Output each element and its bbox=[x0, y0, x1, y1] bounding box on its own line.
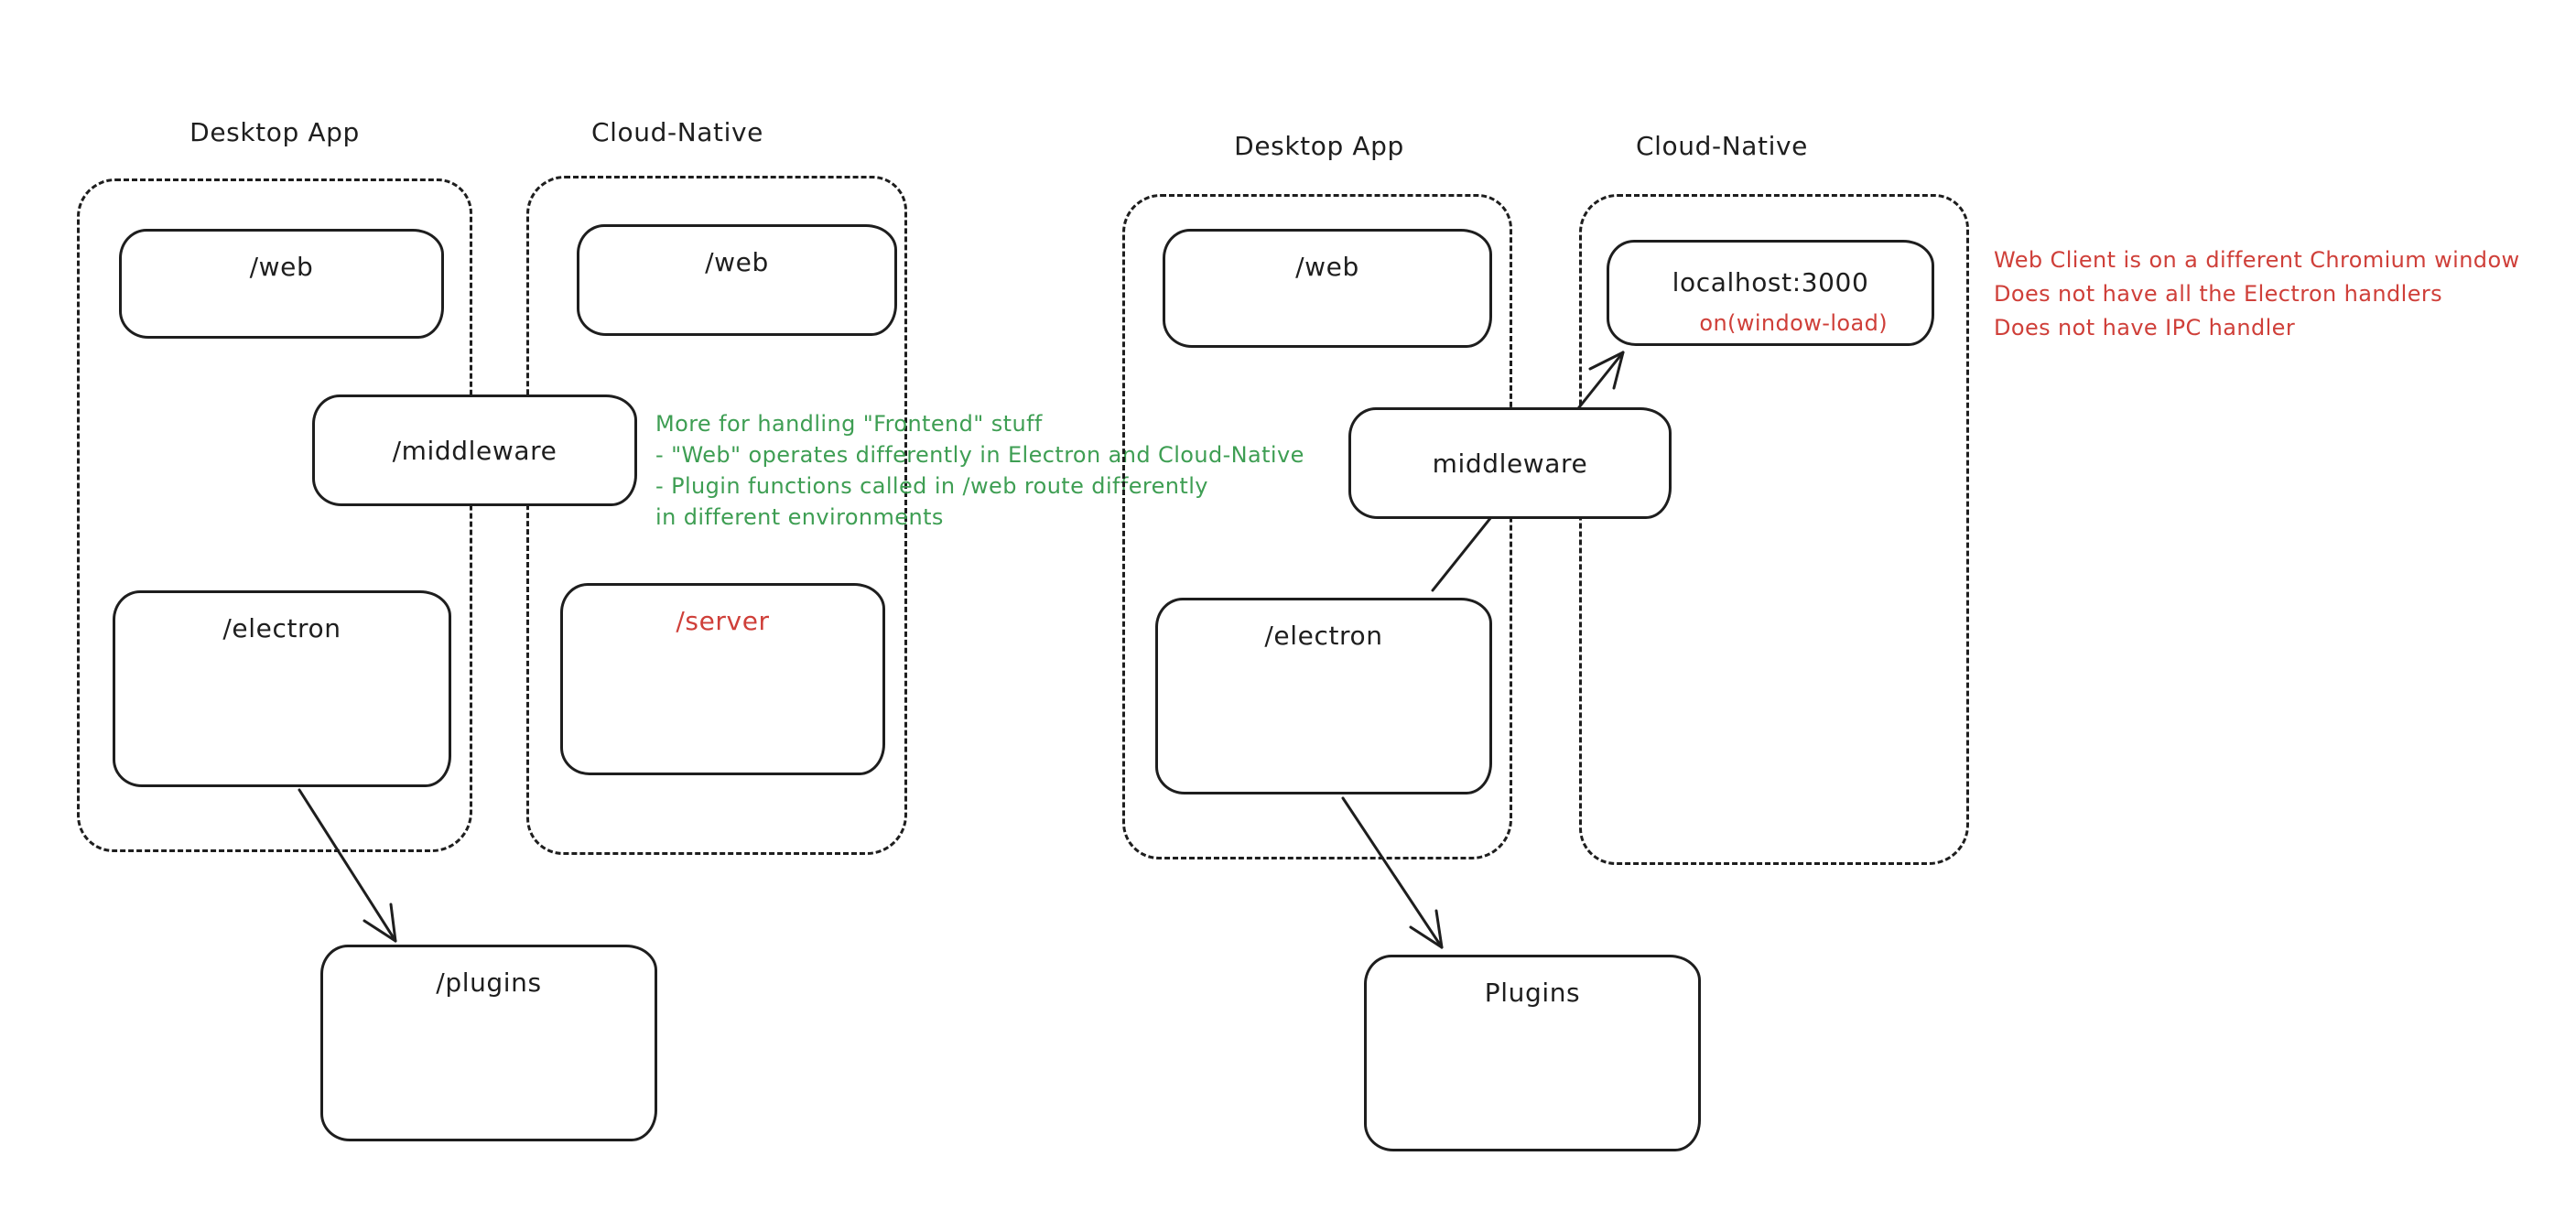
right-desktop-web-label: /web bbox=[1295, 252, 1359, 282]
left-middleware-label: /middleware bbox=[392, 435, 557, 466]
right-middleware-label: middleware bbox=[1432, 448, 1588, 479]
right-desktop-app-title: Desktop App bbox=[1234, 131, 1404, 161]
left-desktop-web-box: /web bbox=[119, 229, 444, 339]
green-annotation-line-4: in different environments bbox=[655, 504, 944, 530]
left-electron-label: /electron bbox=[222, 613, 341, 643]
left-desktop-web-label: /web bbox=[249, 252, 314, 282]
right-electron-label: /electron bbox=[1264, 621, 1383, 651]
green-annotation-line-2: - "Web" operates differently in Electron… bbox=[655, 442, 1304, 468]
right-plugins-label: Plugins bbox=[1484, 978, 1581, 1008]
red-annotation-line-1: Web Client is on a different Chromium wi… bbox=[1994, 247, 2520, 273]
left-server-box: /server bbox=[560, 583, 885, 775]
left-cloud-web-label: /web bbox=[705, 247, 769, 277]
green-annotation-line-1: More for handling "Frontend" stuff bbox=[655, 411, 1043, 437]
right-electron-box: /electron bbox=[1155, 598, 1492, 794]
left-plugins-box: /plugins bbox=[320, 945, 657, 1141]
left-server-label: /server bbox=[676, 606, 770, 636]
left-cloud-web-box: /web bbox=[577, 224, 897, 336]
right-desktop-app-container bbox=[1122, 194, 1512, 859]
left-middleware-box: /middleware bbox=[312, 394, 637, 506]
red-annotation-line-2: Does not have all the Electron handlers bbox=[1994, 281, 2443, 307]
right-cloud-native-title: Cloud-Native bbox=[1636, 131, 1808, 161]
green-annotation: More for handling "Frontend" stuff - "We… bbox=[655, 408, 1304, 533]
right-middleware-box: middleware bbox=[1348, 407, 1672, 519]
localhost-box: localhost:3000 on(window-load) bbox=[1607, 240, 1934, 346]
left-plugins-label: /plugins bbox=[436, 967, 542, 998]
left-desktop-app-title: Desktop App bbox=[189, 117, 360, 147]
left-desktop-app-container bbox=[77, 178, 472, 852]
right-cloud-native-container bbox=[1579, 194, 1969, 865]
left-electron-box: /electron bbox=[113, 590, 451, 787]
localhost-label: localhost:3000 bbox=[1672, 266, 1869, 297]
window-load-label: on(window-load) bbox=[1699, 309, 1888, 336]
left-cloud-native-container bbox=[526, 176, 907, 855]
right-desktop-web-box: /web bbox=[1163, 229, 1492, 348]
red-annotation-line-3: Does not have IPC handler bbox=[1994, 315, 2296, 340]
left-cloud-native-title: Cloud-Native bbox=[591, 117, 763, 147]
red-annotation: Web Client is on a different Chromium wi… bbox=[1994, 243, 2520, 345]
right-plugins-box: Plugins bbox=[1364, 955, 1701, 1151]
green-annotation-line-3: - Plugin functions called in /web route … bbox=[655, 473, 1208, 499]
